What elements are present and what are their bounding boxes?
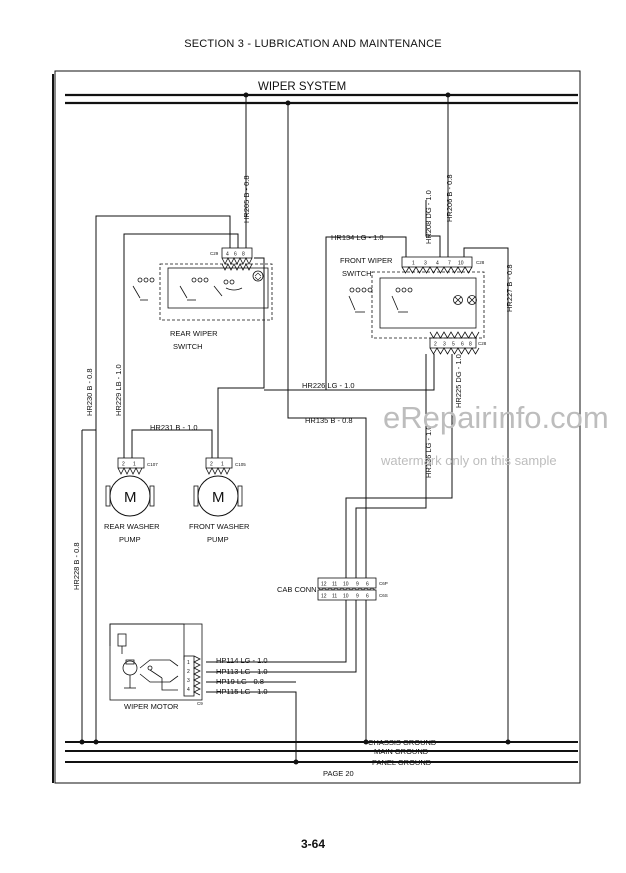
front-pump-pin-1: 1 [221,462,224,468]
wire-label-hr226: HR226 LG - 1.0 [302,381,355,390]
front-pump-pin-2: 2 [210,462,213,468]
motor-wires [206,681,297,762]
page-label: PAGE 20 [323,769,354,778]
connector-c28-bottom: C28 [478,341,487,346]
wire-label-hr227: HR227 B - 0.8 [505,264,514,312]
cab-bottom-pin-10: 10 [343,594,349,600]
cab-top-pin-9: 9 [356,582,359,588]
wire-label-hr225: HR225 DG - 1.0 [454,354,463,408]
rear-pump-motor-symbol: M [124,489,137,506]
wire-label-hp113: HP113 LG - 1.0 [216,667,268,676]
front-pump-motor-symbol: M [212,489,225,506]
wire-label-hr208: HR208 DG - 1.0 [424,190,433,244]
cab-top-pin-6: 6 [366,582,369,588]
cab-connector: CAB CONN 12 11 10 9 6 12 11 10 9 6 C6P C… [277,577,388,601]
left-ground-wires [81,429,97,742]
wire-label-hp114: HP114 LG - 1.0 [216,656,268,665]
wire-label-hp19: HP19 LG - 0.8 [216,677,264,686]
cab-bottom-pin-12: 12 [321,594,327,600]
front-wiper-switch: HR206 B - 0.8 HR208 DG - 1.0 HR134 LG - … [294,95,514,742]
connector-c9: C9 [197,701,203,706]
front-wiper-switch-label-1: FRONT WIPER [340,256,393,265]
watermark-site: eRepairinfo.com [383,400,609,435]
wiper-motor-label: WIPER MOTOR [124,702,179,711]
rear-switch-connector [221,247,253,259]
chassis-ground-label: CHASSIS GROUND [368,738,437,747]
front-top-pin-10: 10 [458,261,464,267]
wire-label-hr135: HR135 B - 0.8 [305,416,353,425]
rear-wiper-switch: HR205 B - 0.8 4 6 8 C29 REAR WIPER SWITC… [132,95,273,351]
ground-junction-dots [79,739,511,765]
front-washer-pump-label-1: FRONT WASHER [189,522,250,531]
front-wiper-switch-label-2: SWITCH [342,269,372,278]
cab-bottom-pin-9: 9 [356,594,359,600]
wire-label-hr229: HR229 LB - 1.0 [114,364,123,416]
cab-conn-label: CAB CONN [277,585,317,594]
wire-label-hr228: HR228 B - 0.8 [72,542,81,590]
top-bus [65,93,578,105]
watermark: eRepairinfo.com watermark only on this s… [380,400,609,468]
wire-label-hr230: HR230 B - 0.8 [85,368,94,416]
rear-washer-pump-label-1: REAR WASHER [104,522,160,531]
rear-switch-pin-6: 6 [234,252,237,258]
front-top-pin-3: 3 [424,261,427,267]
connector-c105: C105 [235,462,246,467]
front-bottom-pin-5: 5 [452,342,455,348]
washer-pumps: HR231 B - 1.0 2 1 C107 M REAR WASHER PUM… [104,423,250,544]
connector-c6p: C6P [379,581,388,586]
rear-pump-pin-1: 1 [133,462,136,468]
rear-pump-pin-2: 2 [122,462,125,468]
rear-wiper-switch-label-2: SWITCH [173,342,203,351]
front-bottom-pin-3: 3 [443,342,446,348]
cab-bottom-pin-6: 6 [366,594,369,600]
diagram-frame [54,70,581,784]
front-switch-bottom-connector [429,337,477,349]
cab-top-pin-10: 10 [343,582,349,588]
wiper-motor: 1 2 3 4 C9 WIPER MOTOR [109,623,203,711]
motor-pin-3: 3 [187,678,190,684]
rear-switch-pin-8: 8 [242,252,245,258]
motor-pin-4: 4 [187,687,190,693]
diagram-title: WIPER SYSTEM [258,81,346,93]
page-number: 3-64 [300,837,326,851]
cab-bottom-pin-11: 11 [332,594,337,600]
front-washer-pump-label-2: PUMP [207,535,229,544]
wire-label-hr206: HR206 B - 0.8 [445,174,454,222]
front-bottom-pin-8: 8 [469,342,472,348]
wire-label-hp115: HP115 LG - 1.0 [216,687,268,696]
wire-label-hr136: HR136 LG - 1.0 [424,425,433,478]
main-ground-label: MAIN GROUND [374,747,429,756]
front-top-pin-7: 7 [448,261,451,267]
rear-switch-pin-4: 4 [226,252,229,258]
motor-pin-2: 2 [187,669,190,675]
connector-c29: C29 [210,251,219,256]
front-top-pin-1: 1 [412,261,415,267]
cab-top-pin-11: 11 [332,582,337,588]
cab-to-motor-wires [206,600,367,742]
ground-buses [65,741,578,763]
rear-washer-pump-label-2: PUMP [119,535,141,544]
motor-pin-1: 1 [187,660,190,666]
front-top-pin-4: 4 [436,261,439,267]
wiper-motor-connector [183,655,195,697]
watermark-note: watermark only on this sample [380,453,557,468]
panel-ground-label: PANEL GROUND [372,758,432,767]
connector-c28: C28 [476,260,485,265]
cab-top-pin-12: 12 [321,582,327,588]
rear-wiper-switch-label-1: REAR WIPER [170,329,218,338]
connector-c107: C107 [147,462,158,467]
wire-label-hr205: HR205 B - 0.8 [242,175,251,223]
front-bottom-pin-6: 6 [461,342,464,348]
wire-label-hr231: HR231 B - 1.0 [150,423,198,432]
front-bottom-pin-2: 2 [434,342,437,348]
section-header: SECTION 3 - LUBRICATION AND MAINTENANCE [184,38,442,50]
front-switch-bottom-wires [264,103,453,578]
rear-switch-wires [95,215,265,458]
connector-c6s: C6S [379,593,388,598]
wire-label-hr134: HR134 LG - 1.0 [331,233,384,242]
